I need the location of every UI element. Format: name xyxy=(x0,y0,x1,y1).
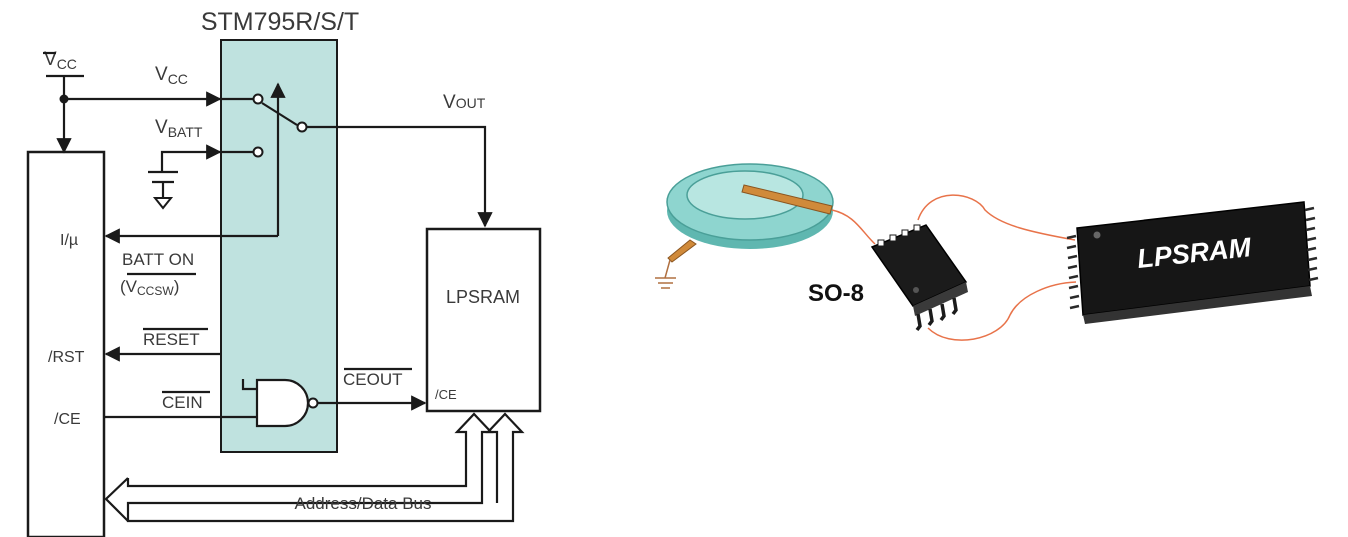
mcu-io-label: I/µ xyxy=(60,232,78,249)
vbatt-wire xyxy=(160,144,222,172)
lead-wires xyxy=(831,194,1077,341)
lpsram-label: LPSRAM xyxy=(446,287,520,307)
gate-input-top xyxy=(241,379,257,391)
ground-icon xyxy=(152,197,174,210)
nand-inversion-bubble xyxy=(307,397,319,409)
switch-contact-vbatt xyxy=(252,146,264,158)
mcu-rst-label: /RST xyxy=(48,349,85,366)
lpsram-package: LPSRAM xyxy=(1066,201,1319,324)
vout-label: VOUT xyxy=(443,92,486,113)
switch-common-contact xyxy=(296,121,308,133)
cein-label: CEIN xyxy=(162,393,203,412)
schematic-diagram: STM795R/S/T LPSRAM /CE VCC VCC VBATT VOU xyxy=(26,8,542,537)
chip-title: STM795R/S/T xyxy=(201,8,359,36)
switch-arm xyxy=(261,102,298,126)
vcc-input-label: VCC xyxy=(155,64,188,87)
microcontroller-block xyxy=(26,150,106,537)
nand-gate xyxy=(255,378,310,428)
vout-wire xyxy=(306,125,493,228)
lpsram-block xyxy=(425,227,542,413)
mcu-ce-label: /CE xyxy=(54,411,81,428)
ceout-label: CEOUT xyxy=(343,370,403,389)
bus-upper-path xyxy=(126,412,494,509)
lpsram-ce-pin: /CE xyxy=(435,387,457,402)
reset-label: RESET xyxy=(143,330,200,349)
vccsw-label: (VCCSW) xyxy=(120,277,179,298)
vbatt-input-label: VBATT xyxy=(155,117,203,140)
coin-cell-battery xyxy=(655,163,834,289)
switch-contact-vcc xyxy=(252,93,264,105)
so8-package: SO-8 xyxy=(808,224,968,332)
bus-arrow-left xyxy=(104,477,129,522)
assembly-illustration: SO-8 LPSRAM xyxy=(655,163,1319,341)
batt-on-label: BATT ON xyxy=(122,250,194,269)
bus-label: Address/Data Bus xyxy=(294,494,431,513)
so8-label: SO-8 xyxy=(808,280,864,307)
bus-lower-path xyxy=(126,412,525,523)
vcc-supply-label: VCC xyxy=(44,49,77,72)
